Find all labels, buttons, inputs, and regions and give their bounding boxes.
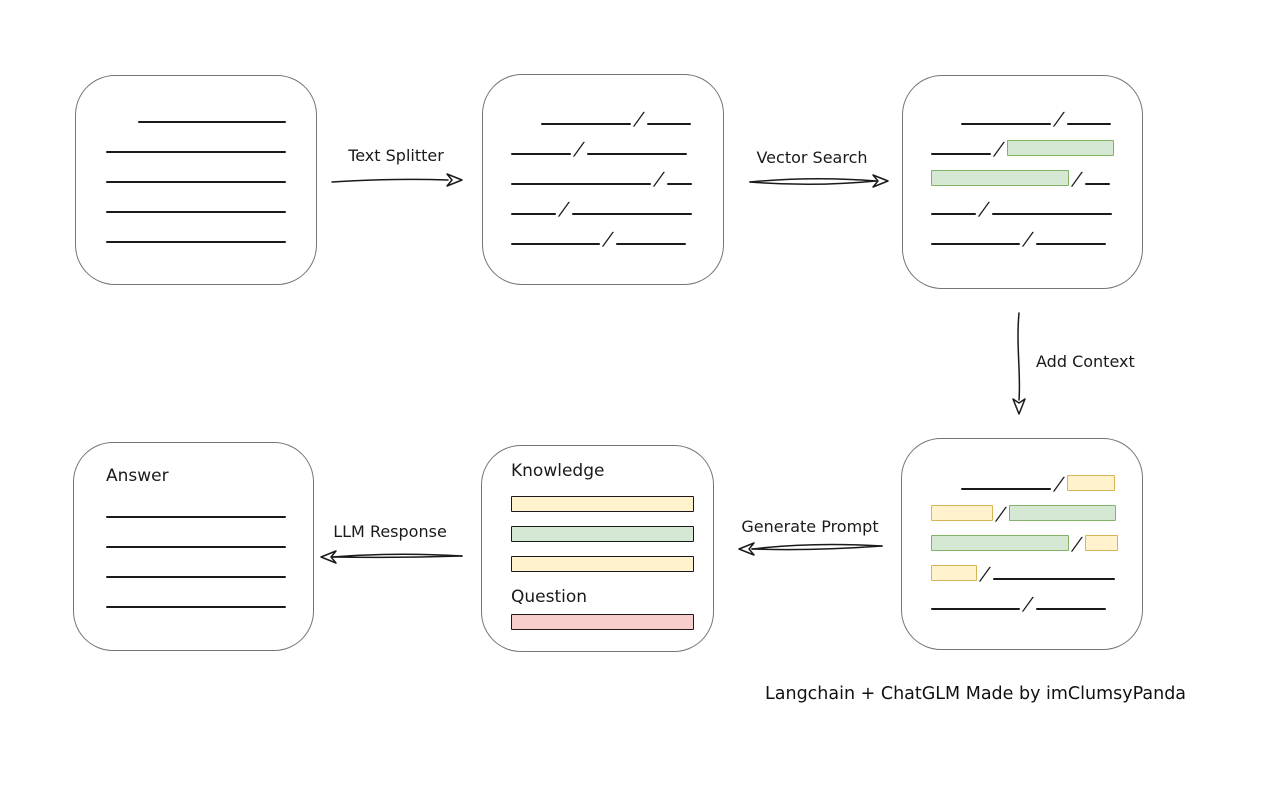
question-label: Question xyxy=(511,587,588,607)
answer-box-content: Answer xyxy=(74,443,313,609)
split-text-box: ///// xyxy=(482,74,724,285)
text-line xyxy=(106,241,286,243)
text-row: / xyxy=(931,216,1142,250)
prompt-box: Knowledge Question xyxy=(481,445,714,652)
llm-response-arrow xyxy=(320,550,463,564)
text-line xyxy=(931,153,991,155)
text-row xyxy=(106,154,316,184)
text-line xyxy=(961,123,1051,125)
answer-lines xyxy=(106,489,313,609)
highlight-bar-green xyxy=(1009,505,1117,521)
highlight-bar-yellow xyxy=(931,565,977,581)
text-line xyxy=(992,213,1113,215)
prompt-box-content: Knowledge Question xyxy=(482,446,713,630)
text-line xyxy=(572,213,693,215)
text-row: / xyxy=(511,216,723,250)
text-line xyxy=(931,608,1020,610)
add-context-arrow xyxy=(1012,312,1026,415)
llm-response-label: LLM Response xyxy=(333,522,447,541)
text-splitter-arrow xyxy=(331,173,463,187)
text-row: / xyxy=(931,551,1142,585)
text-row xyxy=(106,519,313,549)
text-line xyxy=(1085,183,1111,185)
text-line xyxy=(511,243,600,245)
text-row: / xyxy=(961,96,1142,130)
prompt-bar-green xyxy=(511,526,694,542)
text-line xyxy=(587,153,688,155)
knowledge-bars xyxy=(511,496,713,572)
text-row: / xyxy=(541,96,723,130)
prompt-bar-yellow xyxy=(511,556,694,572)
text-line xyxy=(106,211,286,213)
generate-prompt-arrow xyxy=(738,542,883,556)
vector-search-label: Vector Search xyxy=(756,148,868,167)
text-row: / xyxy=(931,581,1142,615)
context-chunks-box: ///// xyxy=(901,438,1143,650)
text-row xyxy=(138,94,316,124)
text-row: / xyxy=(931,491,1142,525)
slash-glyph: / xyxy=(1022,229,1033,250)
text-line xyxy=(1036,243,1107,245)
text-line xyxy=(106,151,286,153)
highlight-bar-yellow xyxy=(1085,535,1119,551)
credit-caption: Langchain + ChatGLM Made by imClumsyPand… xyxy=(765,684,1187,704)
text-line xyxy=(616,243,687,245)
highlight-bar-green xyxy=(931,170,1069,186)
highlight-bar-green xyxy=(931,535,1069,551)
text-row: / xyxy=(511,186,723,220)
answer-box: Answer xyxy=(73,442,314,651)
slash-glyph: / xyxy=(602,229,613,250)
text-row: / xyxy=(931,156,1142,190)
text-line xyxy=(106,546,286,548)
generate-prompt-label: Generate Prompt xyxy=(741,517,879,536)
text-row xyxy=(106,489,313,519)
text-line xyxy=(961,488,1051,490)
highlight-bar-yellow xyxy=(1067,475,1116,491)
highlight-bar-green xyxy=(1007,140,1115,156)
text-row xyxy=(106,214,316,244)
text-line xyxy=(667,183,693,185)
text-row: / xyxy=(961,461,1142,495)
slash-glyph: / xyxy=(1022,594,1033,615)
text-line xyxy=(511,153,571,155)
text-line xyxy=(138,121,286,123)
text-line xyxy=(106,606,286,608)
text-row: / xyxy=(931,521,1142,555)
text-line xyxy=(106,576,286,578)
text-line xyxy=(511,213,556,215)
text-row: / xyxy=(511,126,723,160)
text-line xyxy=(993,578,1116,580)
text-row: / xyxy=(511,156,723,190)
text-line xyxy=(647,123,692,125)
text-splitter-label: Text Splitter xyxy=(348,146,444,165)
knowledge-label: Knowledge xyxy=(511,461,605,481)
text-line xyxy=(1067,123,1112,125)
text-row xyxy=(106,184,316,214)
text-line xyxy=(931,213,976,215)
text-row xyxy=(106,124,316,154)
vector-search-arrow xyxy=(749,174,889,188)
vector-matches-box: ///// xyxy=(902,75,1143,289)
document-box xyxy=(75,75,317,285)
text-row xyxy=(106,579,313,609)
text-line xyxy=(106,181,286,183)
text-line xyxy=(931,243,1020,245)
text-row xyxy=(106,549,313,579)
text-line xyxy=(1036,608,1107,610)
prompt-bar-red xyxy=(511,614,694,630)
text-line xyxy=(106,516,286,518)
text-row: / xyxy=(931,126,1142,160)
add-context-label: Add Context xyxy=(1036,352,1135,371)
highlight-bar-yellow xyxy=(931,505,993,521)
text-row: / xyxy=(931,186,1142,220)
prompt-bar-yellow xyxy=(511,496,694,512)
question-bars xyxy=(511,614,713,630)
text-line xyxy=(511,183,651,185)
answer-label: Answer xyxy=(106,466,169,486)
text-line xyxy=(541,123,631,125)
